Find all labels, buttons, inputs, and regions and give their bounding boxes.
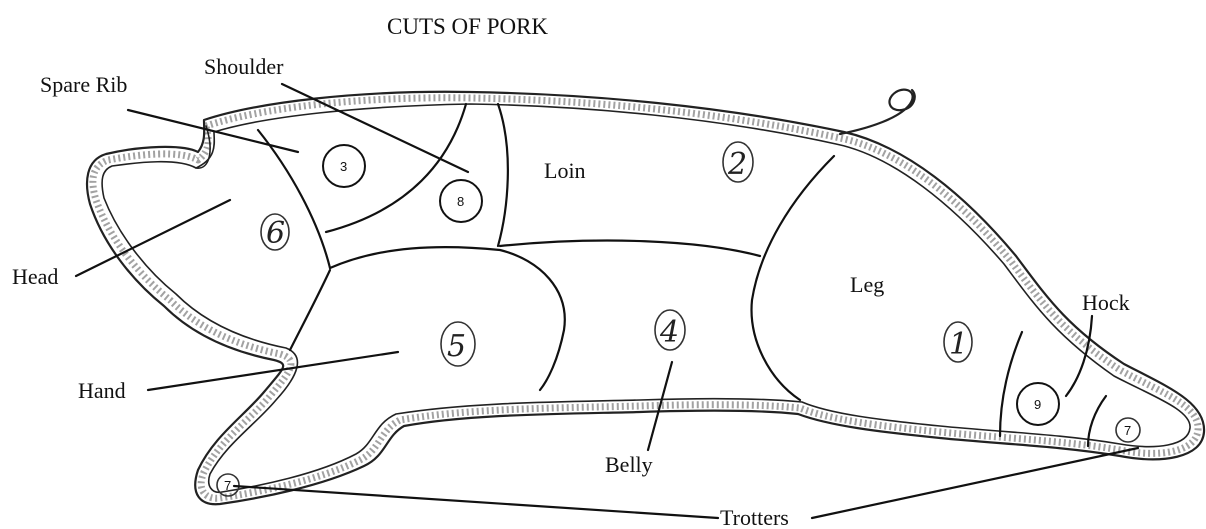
cut-hock-trotter bbox=[1088, 396, 1106, 446]
number-leg: 1 bbox=[949, 327, 968, 362]
number-loin: 2 bbox=[727, 147, 747, 182]
leader-trotters-back bbox=[812, 448, 1138, 518]
leader-trotters-front bbox=[234, 486, 718, 518]
label-trotters: Trotters bbox=[720, 505, 789, 529]
pig-hatching bbox=[93, 98, 1198, 498]
label-hand: Hand bbox=[78, 378, 126, 403]
label-spare-rib: Spare Rib bbox=[40, 72, 127, 97]
leader-hand bbox=[148, 352, 398, 390]
cut-shoulder-loin bbox=[498, 104, 508, 246]
cut-loin-belly bbox=[500, 241, 760, 256]
number-front-trotter: 7 bbox=[224, 478, 231, 493]
pig-tail bbox=[840, 90, 915, 134]
number-head: 6 bbox=[266, 216, 285, 251]
number-back-trotter: 7 bbox=[1124, 423, 1131, 438]
pig-outline bbox=[87, 90, 1204, 505]
cut-leg-hock bbox=[1000, 332, 1022, 436]
label-loin: Loin bbox=[544, 158, 586, 183]
label-belly: Belly bbox=[605, 452, 653, 477]
label-hock: Hock bbox=[1082, 290, 1130, 315]
circle-number-shoulder: 8 bbox=[457, 194, 464, 209]
cut-loin-leg bbox=[752, 156, 834, 400]
number-belly: 4 bbox=[659, 315, 679, 350]
circle-number-spare-rib: 3 bbox=[340, 159, 347, 174]
label-shoulder: Shoulder bbox=[204, 54, 284, 79]
circle-number-hock: 9 bbox=[1034, 397, 1041, 412]
diagram-title: CUTS OF PORK bbox=[387, 14, 548, 39]
label-leg: Leg bbox=[850, 272, 884, 297]
cut-hand-lower bbox=[290, 270, 330, 350]
number-hand: 5 bbox=[447, 329, 466, 364]
pig-inner-line bbox=[102, 104, 1190, 492]
cut-lines bbox=[258, 104, 1106, 446]
pig-outer-line bbox=[87, 92, 1204, 504]
cut-hand-outline bbox=[330, 247, 565, 390]
label-head: Head bbox=[12, 264, 58, 289]
